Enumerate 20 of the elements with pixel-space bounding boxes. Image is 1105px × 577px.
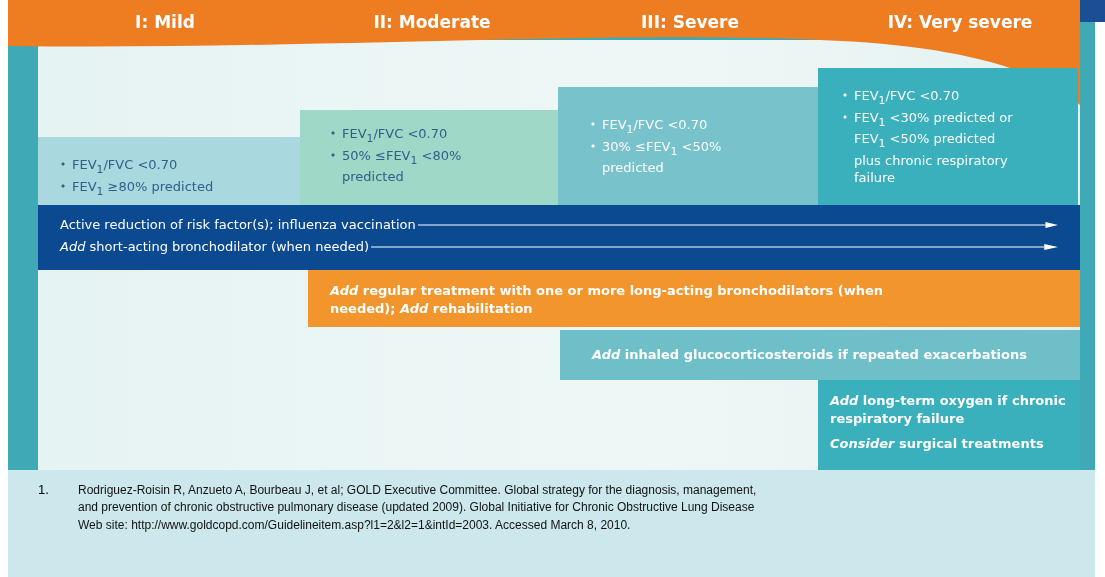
stage-box [818,68,1078,205]
treatment-text: Add short-acting bronchodilator (when needed) [60,238,370,256]
treatment-text: Add long-term oxygen if chronic respiratory failure [830,392,1067,428]
stage-box [38,137,300,205]
treatment-bar [818,380,1080,470]
reference-text: Rodriguez-Roisin R, Anzueto A, Bourbeau J, et al; GOLD Executive Committee. Global strategy for the diagnosis, management, and prevention of chronic obstructive pulmonary disease (updated 2009). Global Initiative for Chronic Obstructive Lung Disease Web site: http://www.goldcopd.com/Guidelineitem.asp?l1=2&l2=1&intId=2003. Accessed March 8, 2010. [78,482,758,534]
treatment-text: Active reduction of risk factor(s); influenza vaccination [60,216,416,234]
stage-heading: II: Moderate [373,12,491,32]
treatment-text: Add inhaled glucocorticosteroids if repeated exacerbations [592,346,1028,364]
stage-heading: I: Mild [135,12,195,32]
stage-heading: IV: Very severe [887,12,1033,32]
treatment-text: Add regular treatment with one or more long-acting bronchodilators (when needed); Add rehabilitation [330,282,885,318]
stage-box [558,87,818,205]
stage-box [300,110,558,205]
stage-heading: III: Severe [641,12,739,32]
treatment-band [38,205,1080,270]
treatment-bar [308,270,1080,327]
footnote-number: 1. [38,482,49,497]
treatment-text: Consider surgical treatments [830,435,1045,453]
treatment-bar [560,330,1080,380]
